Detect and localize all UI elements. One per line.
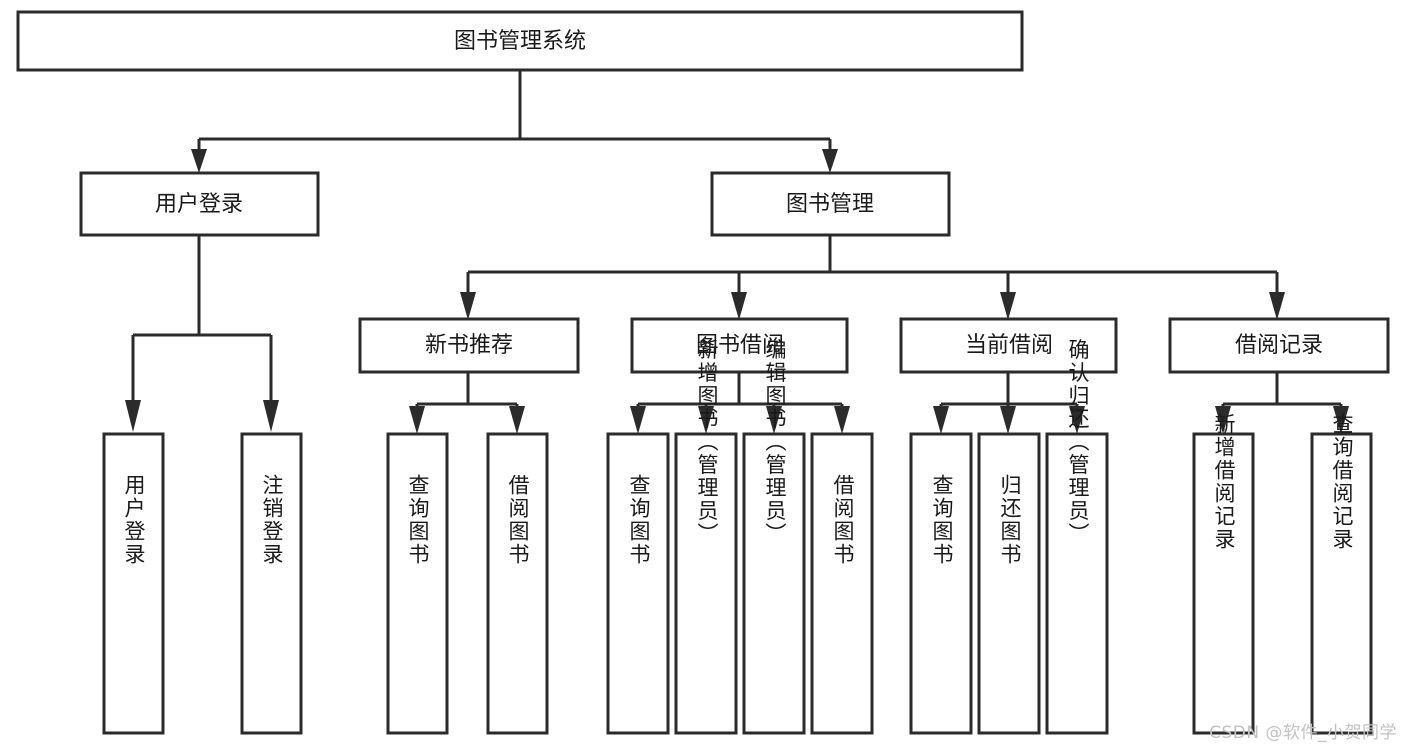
node-leaf-recommend-borrow-book[interactable]: 借阅图书 xyxy=(486,432,549,735)
arrow-head-dqjy-leaf1 xyxy=(933,406,949,434)
edges-layer xyxy=(125,70,1349,434)
arrow-head-xs-leaf1 xyxy=(409,406,425,434)
arrow-head-tsjy-leaf1 xyxy=(630,406,646,434)
leaf-box[interactable] xyxy=(909,432,973,735)
leaf-box[interactable] xyxy=(1045,432,1109,735)
leaf-label: 编辑图书（管理员） xyxy=(763,339,787,546)
current-borrow-box[interactable] xyxy=(899,317,1118,374)
leaf-box[interactable] xyxy=(674,432,738,735)
book-management-label: 图书管理 xyxy=(786,192,874,217)
arrow-head-l3-4 xyxy=(1269,292,1285,320)
borrow-record-box[interactable] xyxy=(1168,317,1390,374)
leaf-box[interactable] xyxy=(977,432,1041,735)
leaf-label: 查询借阅记录 xyxy=(1330,413,1354,551)
node-book-management[interactable]: 图书管理 xyxy=(710,171,951,237)
leaf-label: 新增借阅记录 xyxy=(1212,413,1236,551)
leaf-label: 借阅图书 xyxy=(831,474,855,566)
leaf-label: 借阅图书 xyxy=(506,474,530,566)
arrow-head-book-manage xyxy=(822,149,838,173)
leaf-label: 查询图书 xyxy=(930,474,954,566)
node-root-system[interactable]: 图书管理系统 xyxy=(16,10,1024,72)
book-borrow-box[interactable] xyxy=(630,317,849,374)
node-leaf-borrow-edit-book[interactable]: 编辑图书（管理员） xyxy=(742,339,806,735)
arrow-head-l3-1 xyxy=(460,292,476,320)
arrow-head-tsjy-leaf4 xyxy=(834,406,850,434)
leaf-label: 注销登录 xyxy=(260,474,284,566)
node-leaf-recommend-query-book[interactable]: 查询图书 xyxy=(386,432,449,735)
root-label: 图书管理系统 xyxy=(454,29,586,54)
node-leaf-user-login-logout[interactable]: 注销登录 xyxy=(240,432,303,735)
node-leaf-borrow-query-book[interactable]: 查询图书 xyxy=(606,432,670,735)
leaf-box[interactable] xyxy=(810,432,874,735)
arrow-head-user-login xyxy=(191,149,207,173)
leaf-box[interactable] xyxy=(486,432,549,735)
arrow-head-dqjy-leaf3 xyxy=(1069,406,1085,434)
leaf-box[interactable] xyxy=(102,432,165,735)
leaf-box[interactable] xyxy=(240,432,303,735)
arrow-head-l3-2 xyxy=(731,292,747,320)
csdn-watermark: CSDN @软件_小贺同学 xyxy=(1209,723,1397,743)
node-leaf-borrow-add-book[interactable]: 新增图书（管理员） xyxy=(674,339,738,735)
current-borrow-label: 当前借阅 xyxy=(965,333,1053,358)
leaf-box[interactable] xyxy=(606,432,670,735)
arrow-head-xs-leaf2 xyxy=(509,406,525,434)
new-book-recommend-box[interactable] xyxy=(358,317,580,374)
leaf-box[interactable] xyxy=(1192,432,1255,735)
root-box[interactable] xyxy=(16,10,1024,72)
node-borrow-record[interactable]: 借阅记录 xyxy=(1168,317,1390,374)
node-user-login[interactable]: 用户登录 xyxy=(79,171,320,237)
node-book-borrow[interactable]: 图书借阅 xyxy=(630,317,849,374)
leaf-label: 归还图书 xyxy=(998,474,1022,566)
arrow-head-jyjl-leaf2 xyxy=(1333,406,1349,434)
arrow-head-tsjy-leaf2 xyxy=(698,406,714,434)
arrow-head-jyjl-leaf1 xyxy=(1215,406,1231,434)
node-current-borrow[interactable]: 当前借阅 xyxy=(899,317,1118,374)
arrow-head-tsjy-leaf3 xyxy=(766,406,782,434)
node-leaf-current-query-book[interactable]: 查询图书 xyxy=(909,432,973,735)
leaf-label: 新增图书（管理员） xyxy=(695,339,719,546)
leaf-box[interactable] xyxy=(386,432,449,735)
book-management-box[interactable] xyxy=(710,171,951,237)
node-leaf-record-query-record[interactable]: 查询借阅记录 xyxy=(1310,413,1373,735)
book-borrow-label: 图书借阅 xyxy=(696,333,784,358)
node-new-book-recommend[interactable]: 新书推荐 xyxy=(358,317,580,374)
node-leaf-record-add-record[interactable]: 新增借阅记录 xyxy=(1192,413,1255,735)
leaf-label: 查询图书 xyxy=(406,474,430,566)
arrow-head-user-login-leaf2 xyxy=(263,400,279,432)
node-leaf-current-return-book[interactable]: 归还图书 xyxy=(977,432,1041,735)
node-leaf-borrow-borrow-book[interactable]: 借阅图书 xyxy=(810,432,874,735)
new-book-recommend-label: 新书推荐 xyxy=(425,333,513,358)
leaf-label: 查询图书 xyxy=(627,474,651,566)
arrow-head-dqjy-leaf2 xyxy=(1000,406,1016,434)
leaf-box[interactable] xyxy=(742,432,806,735)
borrow-record-label: 借阅记录 xyxy=(1235,333,1323,358)
user-login-label: 用户登录 xyxy=(155,192,243,217)
leaf-box[interactable] xyxy=(1310,432,1373,735)
arrow-head-l3-3 xyxy=(1000,292,1016,320)
leaf-label: 用户登录 xyxy=(122,474,146,566)
node-leaf-current-confirm-return[interactable]: 确认归还（管理员） xyxy=(1045,339,1109,735)
user-login-box[interactable] xyxy=(79,171,320,237)
node-leaf-user-login-login[interactable]: 用户登录 xyxy=(102,432,165,735)
arrow-head-user-login-leaf1 xyxy=(125,400,141,432)
leaf-label: 确认归还（管理员） xyxy=(1066,339,1090,546)
